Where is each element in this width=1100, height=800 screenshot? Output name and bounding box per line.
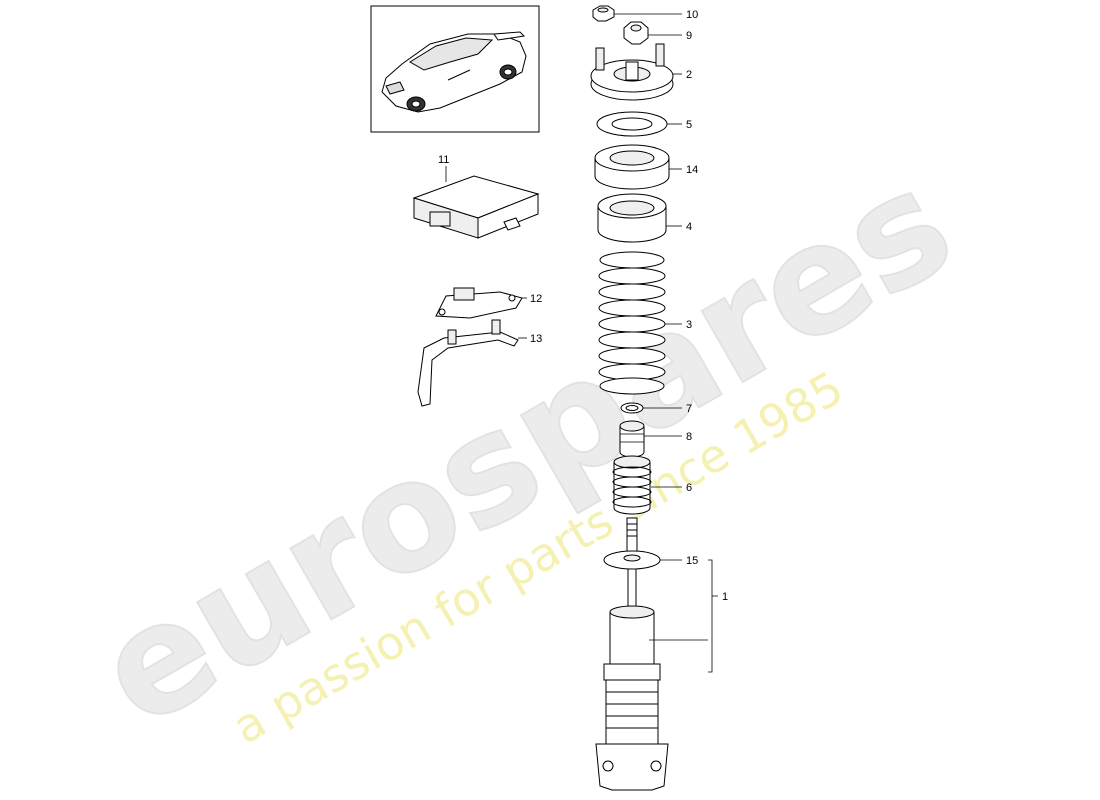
callout-8: 8 (686, 431, 692, 443)
part-12-sensor[interactable] (435, 287, 527, 319)
part-3-coil-spring[interactable] (598, 251, 682, 395)
callout-11: 11 (438, 154, 449, 166)
callout-1: 1 (722, 591, 728, 603)
callout-2: 2 (686, 69, 692, 81)
callout-14: 14 (686, 164, 698, 176)
watermark: eurospares a passion for parts since 198… (70, 135, 980, 762)
part-6-dust-boot[interactable] (612, 455, 682, 515)
callout-10: 10 (686, 9, 698, 21)
part-1-shock-absorber[interactable] (595, 517, 708, 791)
part-11-control-unit[interactable] (412, 166, 540, 239)
part-9-nut[interactable] (623, 21, 682, 45)
callout-15: 15 (686, 555, 698, 567)
callout-6: 6 (686, 482, 692, 494)
car-icon (381, 31, 527, 113)
part-4-seat-ring[interactable] (597, 193, 682, 243)
part-7-ring[interactable] (620, 402, 682, 414)
part-2-top-mount[interactable] (590, 43, 682, 101)
group-bracket (708, 559, 718, 673)
part-13-bracket[interactable] (417, 319, 527, 407)
watermark-brand: eurospares (71, 136, 979, 761)
callout-3: 3 (686, 319, 692, 331)
callout-4: 4 (686, 221, 692, 233)
callout-12: 12 (530, 293, 542, 305)
part-10-nut[interactable] (592, 5, 682, 22)
part-8-bump-stop[interactable] (619, 420, 682, 458)
callout-5: 5 (686, 119, 692, 131)
callout-9: 9 (686, 30, 692, 42)
part-14-spring-seat[interactable] (594, 144, 682, 190)
callout-7: 7 (686, 403, 692, 415)
part-5-washer[interactable] (596, 111, 682, 137)
part-15-washer[interactable] (603, 550, 682, 570)
callout-13: 13 (530, 333, 542, 345)
car-thumbnail[interactable] (370, 5, 540, 133)
